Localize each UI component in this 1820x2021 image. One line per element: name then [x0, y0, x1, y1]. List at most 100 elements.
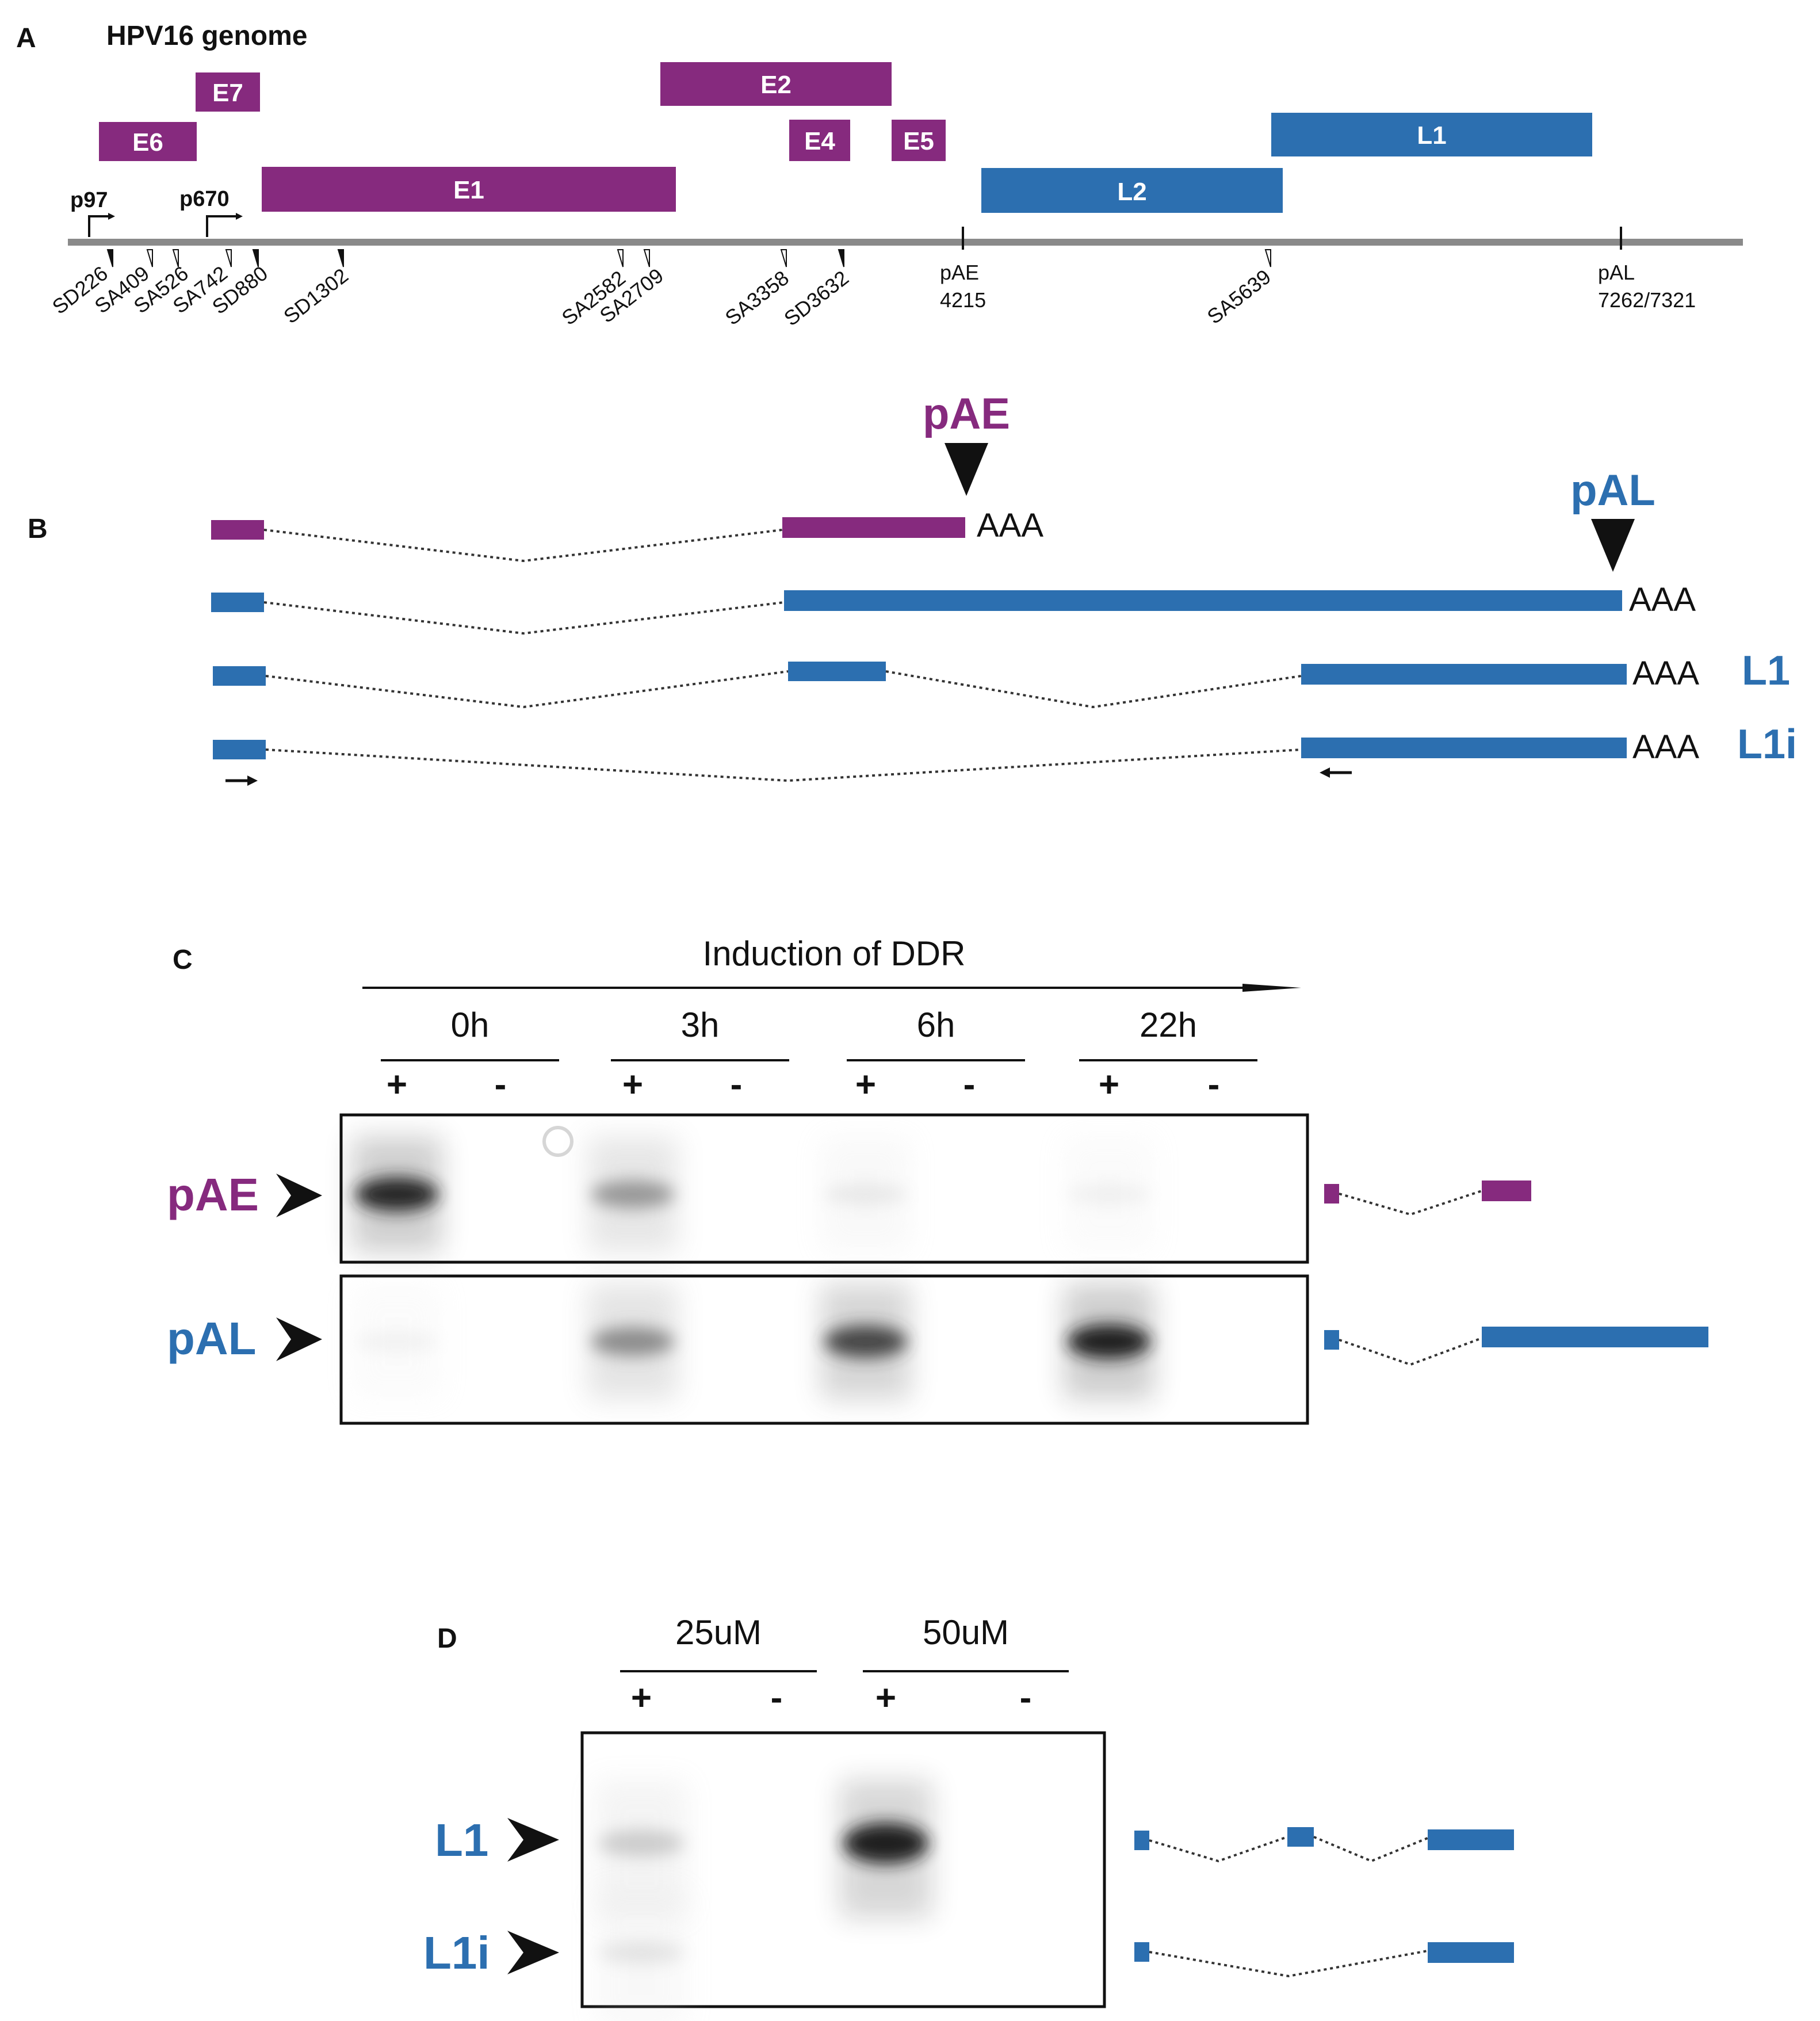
lane-signs-d: +-+-	[631, 1678, 1031, 1718]
band-c-pAE-lane-3	[591, 1180, 674, 1208]
splice-site-sa3358-marker	[780, 249, 787, 268]
timepoint-3h: 3h	[681, 1006, 720, 1044]
primer-forward-arrow	[225, 775, 258, 786]
gel-d-l1-arrowhead	[507, 1818, 559, 1862]
gene-e4-label: E4	[804, 127, 835, 155]
gel-c-pal-bands	[352, 1284, 1154, 1399]
lane-sign-c-7: +	[1099, 1065, 1119, 1105]
gel-c-pal-label: pAL	[167, 1313, 257, 1364]
gel-d-l1-schematic-exon2	[1287, 1827, 1314, 1847]
splice-site-sa5639-marker	[1264, 249, 1271, 268]
transcript-pae: AAA	[211, 507, 1043, 563]
band-c-pAL-lane-3	[591, 1327, 674, 1356]
transcript-pal-intron	[263, 601, 785, 635]
transcript-pal-tail: AAA	[1629, 581, 1696, 618]
pae-site-label: pAE	[923, 389, 1010, 438]
gel-d-l1-label: L1	[435, 1814, 488, 1866]
transcript-pae-tail: AAA	[977, 507, 1043, 544]
lane-sign-d-2: -	[771, 1678, 783, 1718]
gene-l1-label: L1	[1417, 121, 1446, 150]
timepoint-0h: 0h	[451, 1006, 490, 1044]
splice-site-sa5639-label: SA5639	[1203, 265, 1275, 328]
panel-a-label: A	[16, 23, 36, 54]
band-c-pAL-lane-5	[824, 1325, 907, 1358]
band-c-pAL-lane-1	[355, 1332, 438, 1351]
gene-e2: E2	[660, 62, 892, 106]
transcript-pal: AAA	[211, 581, 1696, 635]
gel-c-pae-bands	[352, 1137, 1154, 1252]
gene-e6: E6	[99, 122, 197, 161]
transcript-pae-exon2	[782, 517, 965, 538]
gel-c-pal-schematic-exon1	[1324, 1330, 1339, 1350]
gel-c-pal-row: pAL	[167, 1274, 1708, 1425]
splice-site-sd880-marker	[252, 249, 259, 268]
transcript-l1-intron1	[265, 670, 789, 709]
band-d-L1-lane-1	[599, 1829, 684, 1857]
panel-b: B pAE pAL AAA AAA AAA L1	[28, 389, 1797, 786]
gel-d-l1i-label: L1i	[423, 1927, 490, 1978]
transcript-pal-exon2	[784, 590, 1622, 611]
panel-d-label: D	[437, 1623, 457, 1654]
gel-d-l1-schematic-intron2	[1313, 1836, 1428, 1863]
transcript-l1i-tail: AAA	[1632, 728, 1699, 766]
polya-site-pae-name: pAE	[940, 261, 979, 284]
promoter-p97-label: p97	[70, 188, 108, 212]
promoter-p670: p670	[179, 187, 243, 237]
transcript-l1i-exon1	[213, 740, 266, 759]
transcript-l1: AAA L1	[213, 648, 1790, 709]
promoter-p97: p97	[70, 188, 115, 237]
promoter-p97-arrow	[88, 215, 108, 237]
gene-e2-box	[660, 62, 892, 106]
gel-c-pae-row: pAE	[167, 1113, 1531, 1264]
promoter-p670-arrow	[206, 215, 236, 237]
lane-sign-c-8: -	[1208, 1065, 1220, 1105]
transcript-l1i-name: L1i	[1737, 721, 1797, 767]
transcript-l1-exon2	[788, 662, 886, 681]
splice-site-sd3632-label: SD3632	[779, 266, 853, 330]
gel-d-l1i-arrowhead	[507, 1931, 559, 1974]
gene-e4: E4	[789, 120, 850, 161]
concentration-50uM: 50uM	[923, 1613, 1009, 1652]
lane-sign-c-2: -	[495, 1065, 507, 1105]
gel-d-l1i-row: L1i	[423, 1927, 1514, 1978]
transcript-l1i-intron	[265, 748, 1302, 782]
splice-site-sa3358: SA3358	[721, 249, 793, 330]
transcript-l1-exon1	[213, 666, 266, 686]
pae-site-arrowhead	[945, 443, 988, 496]
gene-l2-label: L2	[1117, 178, 1146, 206]
gene-e7-box	[196, 72, 260, 112]
transcript-l1-tail: AAA	[1632, 655, 1699, 692]
gene-e5: E5	[892, 120, 946, 161]
splice-site-sd1302: SD1302	[279, 249, 353, 328]
gene-e7: E7	[196, 72, 260, 112]
gel-c-bubble	[542, 1126, 573, 1157]
lane-sign-c-5: +	[855, 1065, 876, 1105]
band-c-pAE-lane-1	[355, 1177, 438, 1212]
gene-l2: L2	[981, 168, 1283, 213]
lane-sign-d-1: +	[631, 1678, 652, 1718]
splice-site-sa742-marker	[225, 249, 232, 268]
gel-d-l1i-schematic-exon2	[1428, 1942, 1514, 1963]
lane-sign-c-3: +	[622, 1065, 643, 1105]
panel-b-label: B	[28, 514, 48, 544]
gel-d-l1-schematic-exon1	[1134, 1831, 1149, 1850]
gel-d-l1i-schematic-exon1	[1134, 1942, 1149, 1962]
promoter-p97-arrowhead	[108, 213, 115, 220]
lane-sign-d-4: -	[1020, 1678, 1032, 1718]
gene-e2-label: E2	[760, 71, 792, 99]
band-c-pAE-lane-7	[1068, 1185, 1150, 1204]
gene-l1-box	[1271, 113, 1592, 156]
band-d-L1i-lane-1	[599, 1940, 684, 1965]
pal-site-label: pAL	[1570, 466, 1655, 515]
pal-site-arrowhead	[1591, 519, 1635, 572]
gene-e5-box	[892, 120, 946, 161]
splice-site-sd1302-label: SD1302	[279, 263, 353, 328]
gene-l2-box	[981, 168, 1283, 213]
primer-reverse-arrow	[1320, 767, 1352, 778]
gel-d-l1i-bands	[595, 1889, 687, 2021]
transcript-pae-intron	[263, 529, 783, 563]
